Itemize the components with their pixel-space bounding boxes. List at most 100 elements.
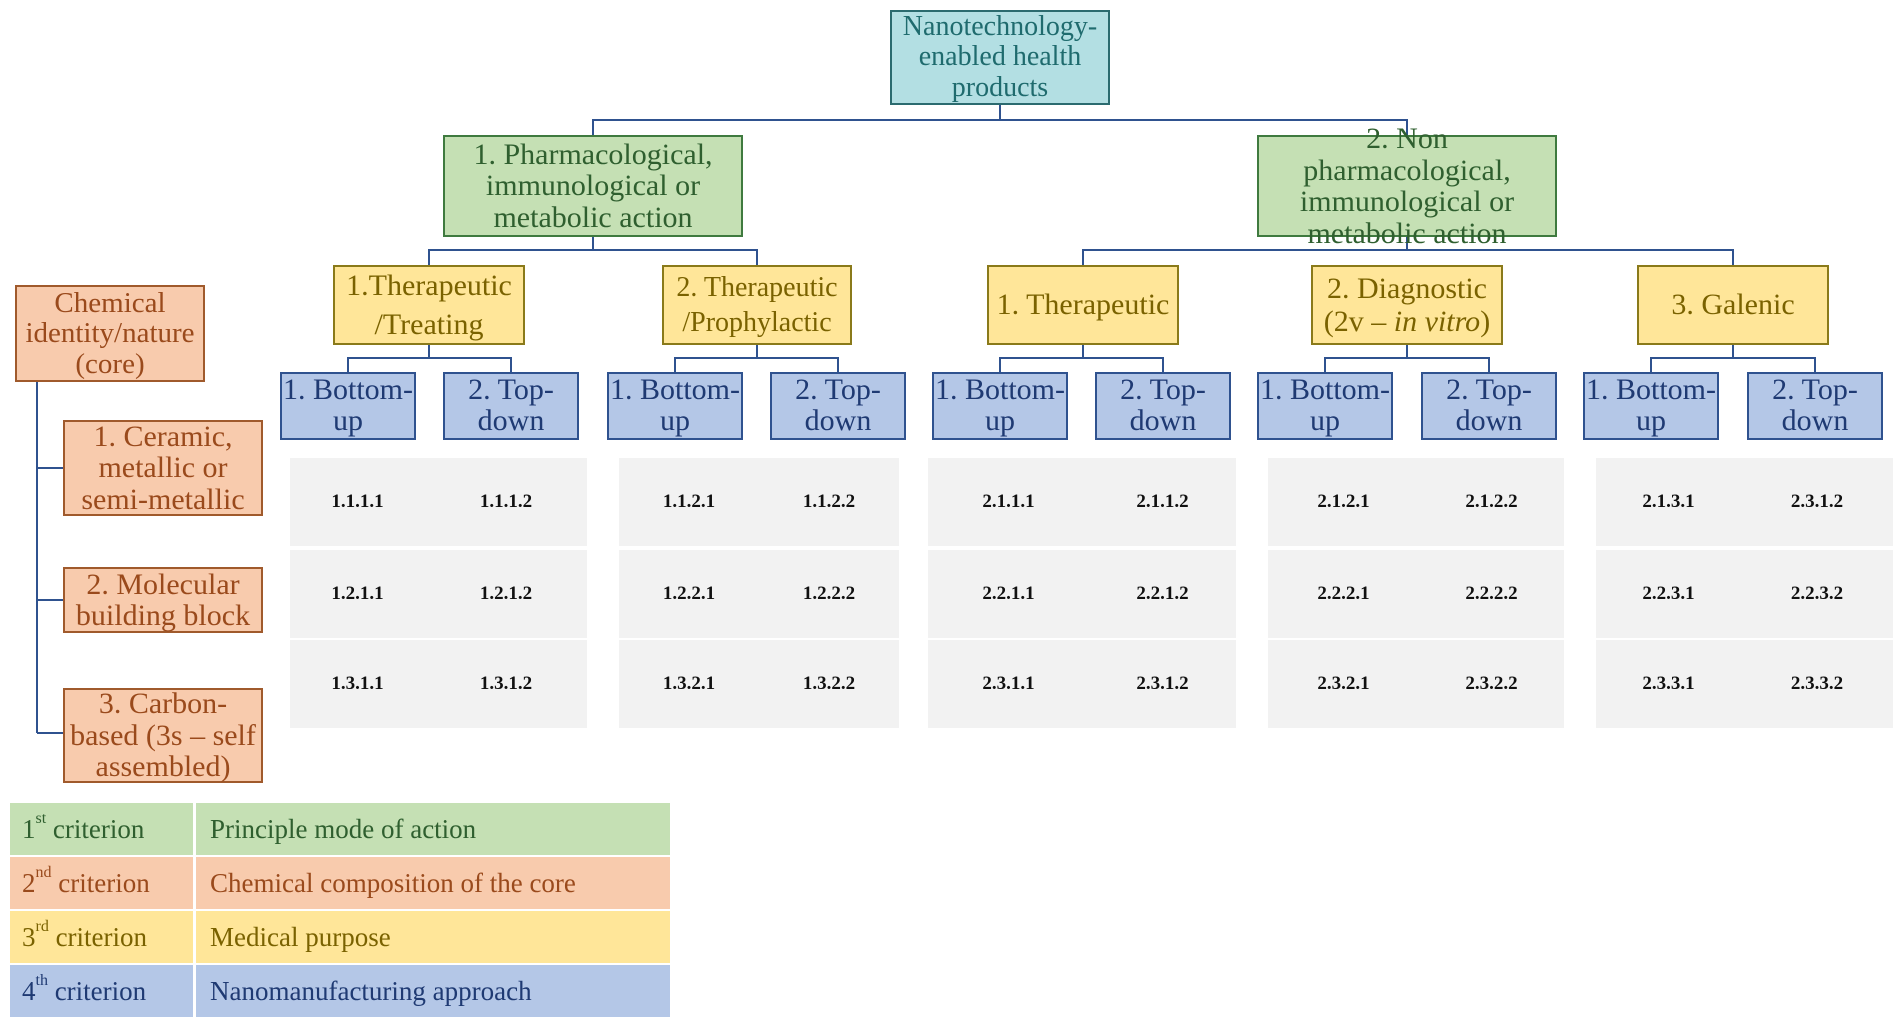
node-line: immunological or	[485, 169, 701, 203]
node-line: immunological or	[1299, 185, 1515, 218]
node-line: identity/nature	[25, 317, 195, 350]
grid-cell: 2.2.2.2	[1419, 550, 1564, 638]
node-top-down: 2. Top-down	[770, 372, 906, 440]
diagnostic-paren-open: (2v –	[1323, 305, 1394, 338]
node-line: 1.Therapeutic	[346, 269, 512, 302]
legend-description: Principle mode of action	[210, 813, 477, 844]
node-line: metallic or	[98, 451, 228, 485]
node-chemical-identity: Chemical identity/nature (core)	[15, 285, 205, 382]
legend-criterion-word: criterion	[47, 975, 147, 1006]
node-line: 2. Top-	[1446, 373, 1532, 407]
node-line: 2. Top-	[795, 373, 881, 407]
node-line: 2. Diagnostic	[1327, 272, 1487, 305]
legend-criterion-suffix: st	[35, 810, 47, 827]
node-line: 2. Top-	[468, 373, 554, 407]
node-line: up	[1635, 404, 1666, 437]
node-therapeutic: 1. Therapeutic	[987, 265, 1179, 345]
node-galenic: 3. Galenic	[1637, 265, 1829, 345]
node-line: 1. Bottom-	[282, 373, 413, 407]
node-line: metabolic action	[493, 200, 693, 234]
node-therapeutic-prophylactic: 2. Therapeutic /Prophylactic	[662, 265, 852, 345]
node-line: down	[1455, 404, 1523, 437]
node-line: 1. Bottom-	[934, 373, 1065, 407]
root-node: Nanotechnology- enabled health products	[890, 10, 1110, 105]
grid-cell: 2.3.3.1	[1596, 640, 1741, 728]
legend-description: Medical purpose	[210, 921, 391, 952]
node-line: down	[804, 404, 872, 437]
node-bottom-up: 1. Bottom-up	[280, 372, 416, 440]
node-line: assembled)	[95, 750, 231, 784]
node-line: down	[1781, 404, 1849, 437]
legend-criterion-number: 2	[22, 867, 36, 898]
legend-description: Chemical composition of the core	[210, 867, 576, 898]
node-line: building block	[75, 599, 251, 632]
diagnostic-in-vitro: in vitro	[1393, 305, 1481, 338]
grid-cell: 1.2.2.2	[759, 550, 899, 638]
node-bottom-up: 1. Bottom-up	[932, 372, 1068, 440]
node-line: up	[659, 404, 690, 437]
grid-cell: 1.3.1.2	[425, 640, 587, 728]
legend-criterion-suffix: th	[35, 972, 48, 989]
legend-criterion-suffix: rd	[35, 918, 49, 935]
grid-cell: 2.2.1.2	[1089, 550, 1236, 638]
legend-criterion-word: criterion	[51, 867, 150, 898]
node-bottom-up: 1. Bottom-up	[607, 372, 743, 440]
node-line: 2. Top-	[1772, 373, 1858, 407]
grid-cell: 2.1.1.2	[1089, 458, 1236, 546]
grid-cell: 1.1.2.1	[619, 458, 759, 546]
node-top-down: 2. Top-down	[443, 372, 579, 440]
legend-criterion-suffix: nd	[35, 864, 52, 881]
grid-cell: 1.1.2.2	[759, 458, 899, 546]
grid-cell: 2.1.2.1	[1268, 458, 1419, 546]
node-line: down	[1129, 404, 1197, 437]
grid-cell: 1.2.1.1	[290, 550, 425, 638]
node-line: metabolic action	[1307, 216, 1507, 250]
node-line: 2. Therapeutic	[676, 272, 838, 303]
node-line: Chemical	[54, 286, 166, 319]
node-top-down: 2. Top-down	[1747, 372, 1883, 440]
node-line: 2. Top-	[1120, 373, 1206, 407]
node-bottom-up: 1. Bottom-up	[1257, 372, 1393, 440]
legend-criterion-word: criterion	[46, 813, 145, 844]
grid-cell: 2.3.2.2	[1419, 640, 1564, 728]
grid-cell: 2.3.1.2	[1741, 458, 1893, 546]
diagnostic-paren-close: )	[1480, 305, 1491, 338]
node-top-down: 2. Top-down	[1095, 372, 1231, 440]
grid-cell: 1.2.1.2	[425, 550, 587, 638]
node-line: 3. Carbon-	[98, 687, 228, 721]
grid-cell: 2.2.2.1	[1268, 550, 1419, 638]
node-ceramic-metallic: 1. Ceramic, metallic or semi-metallic	[63, 420, 263, 516]
grid-cell: 1.1.1.2	[425, 458, 587, 546]
legend-criterion-number: 3	[22, 921, 36, 952]
node-line: 1. Pharmacological,	[473, 137, 713, 171]
node-line: 2. Non pharmacological,	[1303, 122, 1511, 187]
legend-criterion-word: criterion	[48, 921, 148, 952]
grid-cell: 2.2.1.1	[928, 550, 1089, 638]
grid-cell: 1.3.1.1	[290, 640, 425, 728]
grid-cell: 1.3.2.2	[759, 640, 899, 728]
grid-cell: 2.2.3.1	[1596, 550, 1741, 638]
node-line: up	[984, 404, 1015, 437]
node-therapeutic-treating: 1.Therapeutic /Treating	[333, 265, 525, 345]
root-line-2: enabled health	[918, 41, 1082, 73]
node-diagnostic: 2. Diagnostic (2v – in vitro)	[1311, 265, 1503, 345]
grid-cell: 2.2.3.2	[1741, 550, 1893, 638]
grid-cell: 1.1.1.1	[290, 458, 425, 546]
node-line: /Prophylactic	[682, 307, 832, 338]
grid-cell: 2.1.3.1	[1596, 458, 1741, 546]
node-line: semi-metallic	[81, 482, 245, 516]
node-top-down: 2. Top-down	[1421, 372, 1557, 440]
grid-cell: 2.3.2.1	[1268, 640, 1419, 728]
node-line: (2v – in vitro)	[1324, 305, 1490, 338]
node-line: 1. Bottom-	[609, 373, 740, 407]
node-line: 2. Molecular	[86, 567, 240, 601]
grid-cell: 2.3.1.2	[1089, 640, 1236, 728]
node-line: /Treating	[374, 308, 484, 341]
